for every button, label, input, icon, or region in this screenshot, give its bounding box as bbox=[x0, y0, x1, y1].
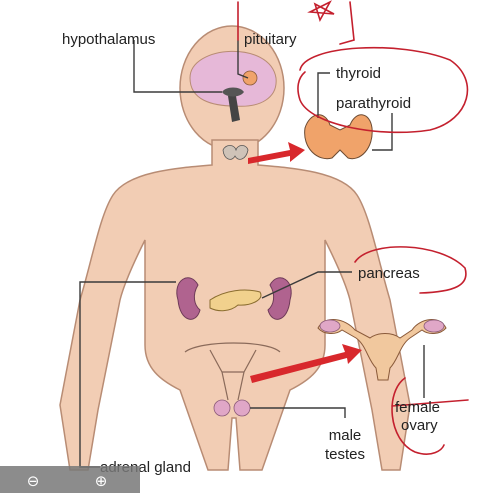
kidney-right bbox=[267, 277, 292, 320]
handwritten-annotations bbox=[237, 0, 469, 455]
ink-star bbox=[307, 0, 335, 23]
leader-thyroid bbox=[317, 72, 330, 118]
label-parathyroid: parathyroid bbox=[336, 95, 412, 112]
pelvic-organs bbox=[184, 342, 281, 401]
ink-female-strike bbox=[391, 399, 469, 407]
label-ovary: ovary bbox=[401, 417, 438, 434]
label-hypothalamus: hypothalamus bbox=[62, 31, 156, 48]
label-pancreas: pancreas bbox=[358, 265, 420, 282]
thyroid-detail bbox=[304, 114, 373, 160]
leader-pancreas bbox=[261, 271, 352, 299]
label-thyroid: thyroid bbox=[336, 65, 382, 82]
ink-circle-thyroid bbox=[297, 46, 469, 134]
label-pituitary: pituitary bbox=[244, 31, 297, 48]
image-viewer-toolbar: ⊖ ⊕ bbox=[0, 466, 140, 493]
label-female: female bbox=[395, 399, 441, 416]
testis-left bbox=[213, 399, 231, 417]
hypothalamus-gland bbox=[222, 87, 244, 97]
pancreas-gland bbox=[209, 289, 262, 312]
zoom-out-icon[interactable]: ⊖ bbox=[26, 472, 40, 490]
brain-stem bbox=[228, 96, 240, 122]
zoom-in-icon[interactable]: ⊕ bbox=[94, 472, 108, 490]
leader-parathyroid bbox=[372, 113, 393, 151]
arrow-thyroid bbox=[248, 142, 305, 164]
thyroid-small bbox=[222, 145, 249, 160]
ink-top-bracket bbox=[237, 1, 355, 45]
testis-right bbox=[233, 399, 251, 417]
arrows bbox=[248, 142, 362, 383]
pituitary-gland bbox=[242, 70, 258, 86]
ink-pancreas-arc bbox=[354, 246, 467, 294]
leader-pituitary bbox=[237, 40, 249, 79]
arrow-uterus bbox=[250, 344, 362, 383]
ovary-left bbox=[319, 319, 341, 333]
uterus-detail bbox=[317, 319, 447, 381]
ovary-right bbox=[423, 319, 445, 333]
label-male: male bbox=[328, 427, 362, 444]
kidney-left bbox=[176, 277, 201, 320]
ink-female-arc bbox=[391, 377, 445, 455]
leader-male bbox=[250, 407, 346, 418]
label-testes: testes bbox=[324, 446, 366, 463]
leader-hypothalamus bbox=[133, 40, 222, 93]
